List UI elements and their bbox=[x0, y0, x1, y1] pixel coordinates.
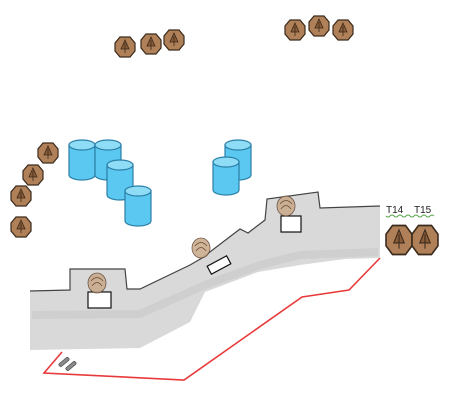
boundary-line bbox=[42, 257, 381, 381]
label-t15: T15 bbox=[414, 205, 432, 216]
building-left bbox=[87, 291, 112, 309]
tree-icon bbox=[114, 36, 136, 58]
shrub-icon bbox=[191, 237, 211, 259]
tree-icon bbox=[385, 224, 413, 256]
tree-icon bbox=[22, 164, 44, 186]
building-right bbox=[280, 215, 302, 233]
tank-icon bbox=[68, 139, 96, 181]
tree-icon bbox=[140, 33, 162, 55]
road-band bbox=[30, 192, 380, 350]
marker bbox=[58, 357, 70, 367]
tree-icon bbox=[284, 19, 306, 41]
label-underline bbox=[385, 214, 435, 218]
building-mid bbox=[206, 255, 232, 275]
tree-icon bbox=[411, 224, 439, 256]
tank-icon bbox=[212, 156, 240, 196]
shrub-icon bbox=[276, 195, 296, 217]
tree-icon bbox=[332, 19, 354, 41]
label-t14: T14 bbox=[386, 205, 404, 216]
tree-icon bbox=[10, 185, 32, 207]
tree-icon bbox=[163, 29, 185, 51]
tree-icon bbox=[308, 15, 330, 37]
tree-icon bbox=[37, 142, 59, 164]
marker bbox=[65, 361, 77, 371]
tree-icon bbox=[10, 216, 32, 238]
road-inner-shade bbox=[31, 248, 379, 319]
tank-icon bbox=[124, 185, 152, 227]
shrub-icon bbox=[87, 272, 107, 294]
